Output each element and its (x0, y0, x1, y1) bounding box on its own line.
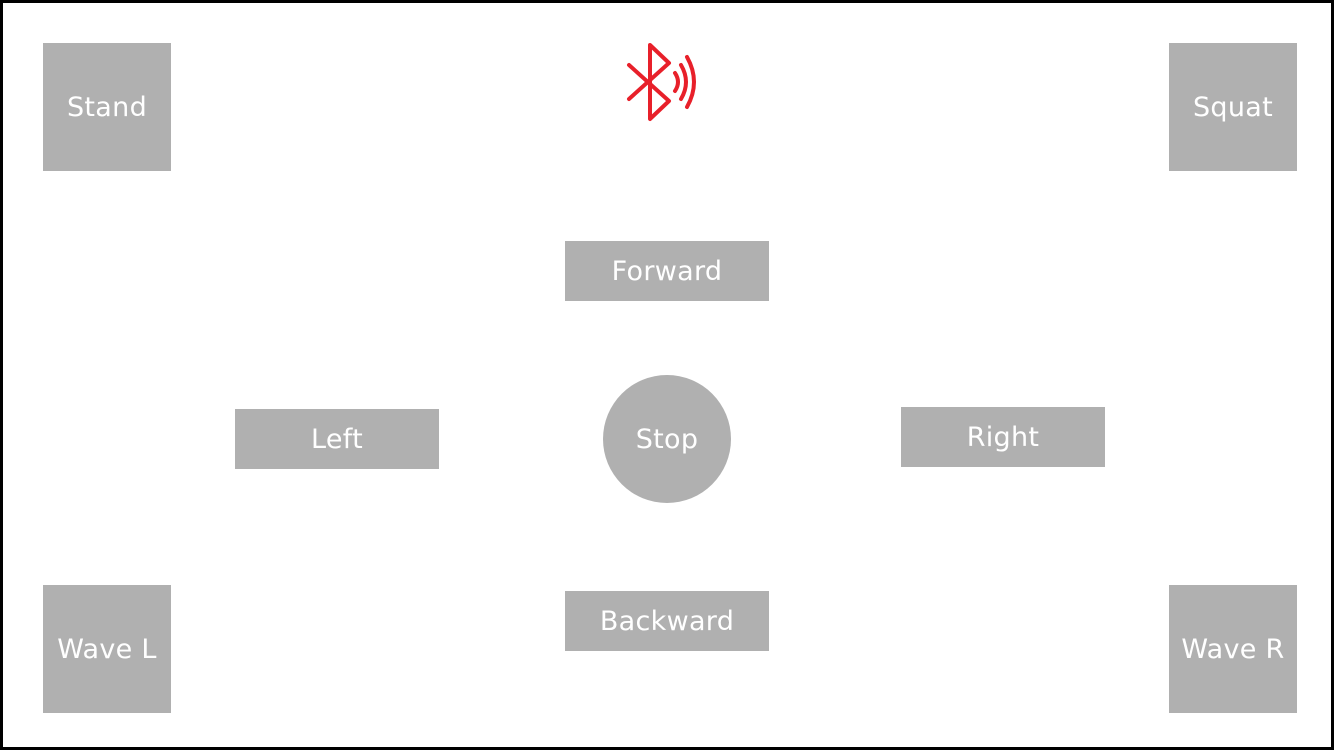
backward-button[interactable]: Backward (565, 591, 769, 651)
left-button[interactable]: Left (235, 409, 439, 469)
stand-button[interactable]: Stand (43, 43, 171, 171)
bluetooth-signal-icon[interactable] (623, 41, 709, 125)
forward-button[interactable]: Forward (565, 241, 769, 301)
wave-left-button[interactable]: Wave L (43, 585, 171, 713)
controller-screen: Stand Squat Wave L Wave R Forward Left S… (3, 3, 1331, 747)
squat-button[interactable]: Squat (1169, 43, 1297, 171)
right-button[interactable]: Right (901, 407, 1105, 467)
wave-right-button[interactable]: Wave R (1169, 585, 1297, 713)
stop-button[interactable]: Stop (603, 375, 731, 503)
